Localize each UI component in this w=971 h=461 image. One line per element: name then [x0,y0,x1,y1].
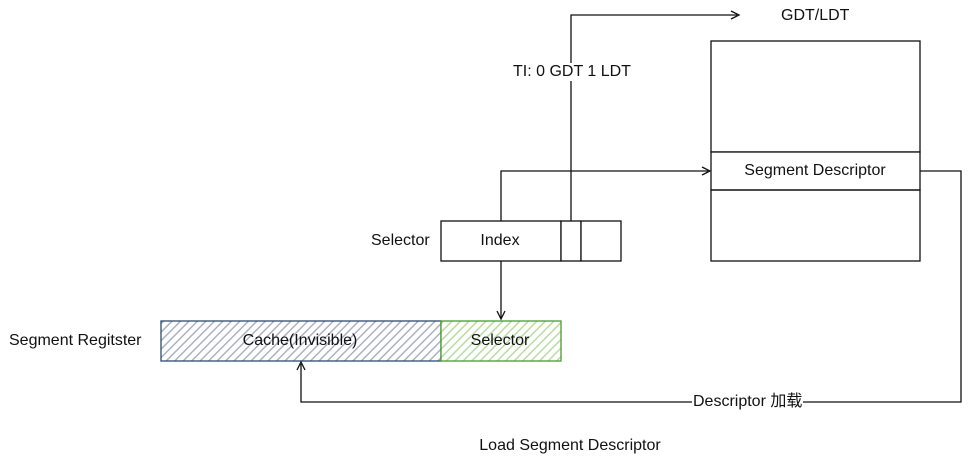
cache-label: Cache(Invisible) [242,332,358,349]
segment-register [160,320,562,362]
descriptor-to-cache-arrow [300,170,962,403]
segment-descriptor-label: Segment Descriptor [744,162,886,179]
ti-label: TI: 0 GDT 1 LDT [512,63,632,81]
cache-invisible-box [160,320,442,362]
register-selector-label: Selector [470,332,530,349]
descriptor-to-cache-arrowhead [296,360,306,371]
descriptor-load-label: Descriptor 加载 [692,393,804,411]
index-to-descriptor-arrowhead [701,166,712,176]
segment-register-label: Segment Regitster [9,332,142,349]
gdt-ldt-table [710,40,921,262]
selector-label: Selector [371,232,430,249]
ti-to-gdt-arrowhead [730,10,741,20]
diagram-caption: Load Segment Descriptor [479,437,661,454]
arrows [296,10,962,403]
segment-descriptor-box [710,151,921,191]
index-field [440,220,562,262]
rpl-field [580,220,622,262]
selector-to-register-arrowhead [496,310,506,321]
index-to-descriptor-arrow [500,170,708,221]
ti-bit-field [560,220,582,262]
table-top-section [710,40,921,153]
selector-structure [440,220,622,262]
ti-to-gdt-arrow [570,14,737,221]
gdt-ldt-title: GDT/LDT [781,7,850,24]
register-selector-box [440,320,562,362]
index-label: Index [480,232,520,249]
table-bottom-section [710,189,921,262]
